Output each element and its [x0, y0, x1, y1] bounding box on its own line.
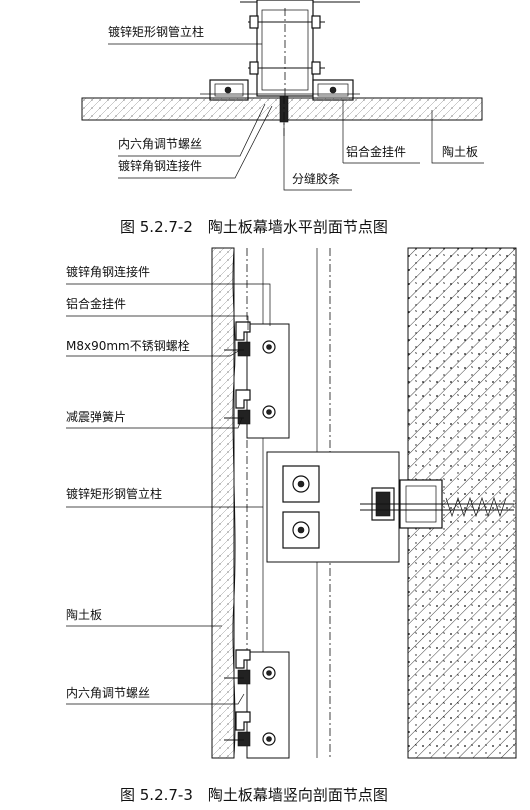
- label-hex-screw-1: 内六角调节螺丝: [118, 137, 202, 151]
- label-aluminum-hanger-1: 铝合金挂件: [346, 144, 406, 159]
- label-hex-screw-2: 内六角调节螺丝: [66, 686, 150, 700]
- hanger-clip-top: [224, 321, 251, 425]
- figure-horizontal-section: 镀锌矩形钢管立柱 内六角调节螺丝 镀锌角钢连接件 分缝胶条 铝合金挂件 陶土板 …: [81, 0, 484, 236]
- label-stainless-bolt-2: M8x90mm不锈钢螺栓: [66, 338, 190, 353]
- terracotta-panel-vertical: [211, 247, 235, 759]
- label-steel-column-1: 镀锌矩形钢管立柱: [108, 24, 204, 39]
- label-angle-connector-2: 镀锌角钢连接件: [66, 264, 150, 279]
- hanger-brackets: [200, 79, 360, 101]
- figure-vertical-section: 镀锌角钢连接件 铝合金挂件 M8x90mm不锈钢螺栓 减震弹簧片 镀锌矩形钢管立…: [66, 247, 517, 804]
- anchor-bolt: [360, 479, 514, 529]
- column-bolt-assembly: [282, 465, 320, 549]
- label-steel-column-2: 镀锌矩形钢管立柱: [66, 486, 162, 501]
- label-terracotta-panel-1: 陶土板: [442, 144, 478, 159]
- label-angle-connector-1: 镀锌角钢连接件: [118, 158, 202, 173]
- column-bolts: [248, 8, 325, 96]
- label-joint-sealant-1: 分缝胶条: [292, 171, 340, 186]
- caption-figure-1: 图 5.2.7-2 陶土板幕墙水平剖面节点图: [120, 218, 388, 236]
- caption-figure-2: 图 5.2.7-3 陶土板幕墙竖向剖面节点图: [120, 786, 388, 804]
- label-terracotta-panel-2: 陶土板: [66, 607, 102, 622]
- hanger-clip-bottom: [224, 649, 251, 747]
- label-damping-spring-2: 减震弹簧片: [66, 409, 126, 424]
- bolt-nut-bottom: [262, 666, 276, 746]
- label-aluminum-hanger-2: 铝合金挂件: [66, 296, 126, 311]
- bolt-nut-top: [262, 340, 276, 419]
